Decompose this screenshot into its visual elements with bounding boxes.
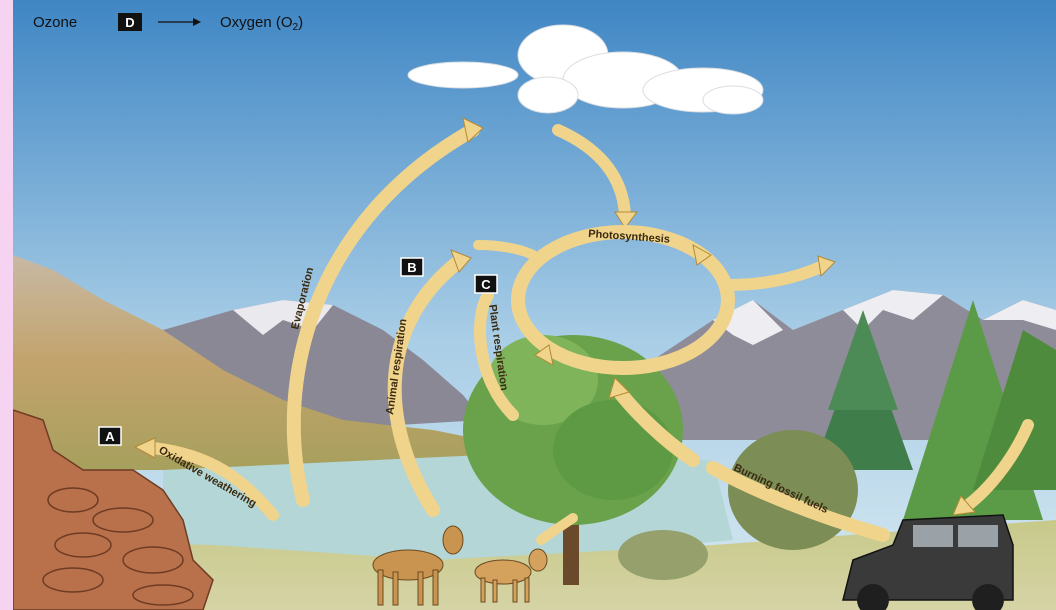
diagram-canvas: Evaporation Animal respiration Plant res… [13,0,1056,610]
legend-to-main: Oxygen (O [220,14,293,31]
marker-a-text: A [105,429,115,444]
legend-to-label: Oxygen (O2) [220,14,303,33]
marker-c: C [475,275,497,293]
marker-b-text: B [407,260,416,275]
marker-a: A [99,427,121,445]
legend-to-suffix: ) [298,14,303,31]
carbon-oxygen-cycle-diagram: Evaporation Animal respiration Plant res… [13,0,1056,610]
legend-from-label: Ozone [33,14,77,31]
legend-box-letter: D [125,15,134,30]
marker-b: B [401,258,423,276]
marker-c-text: C [481,277,491,292]
